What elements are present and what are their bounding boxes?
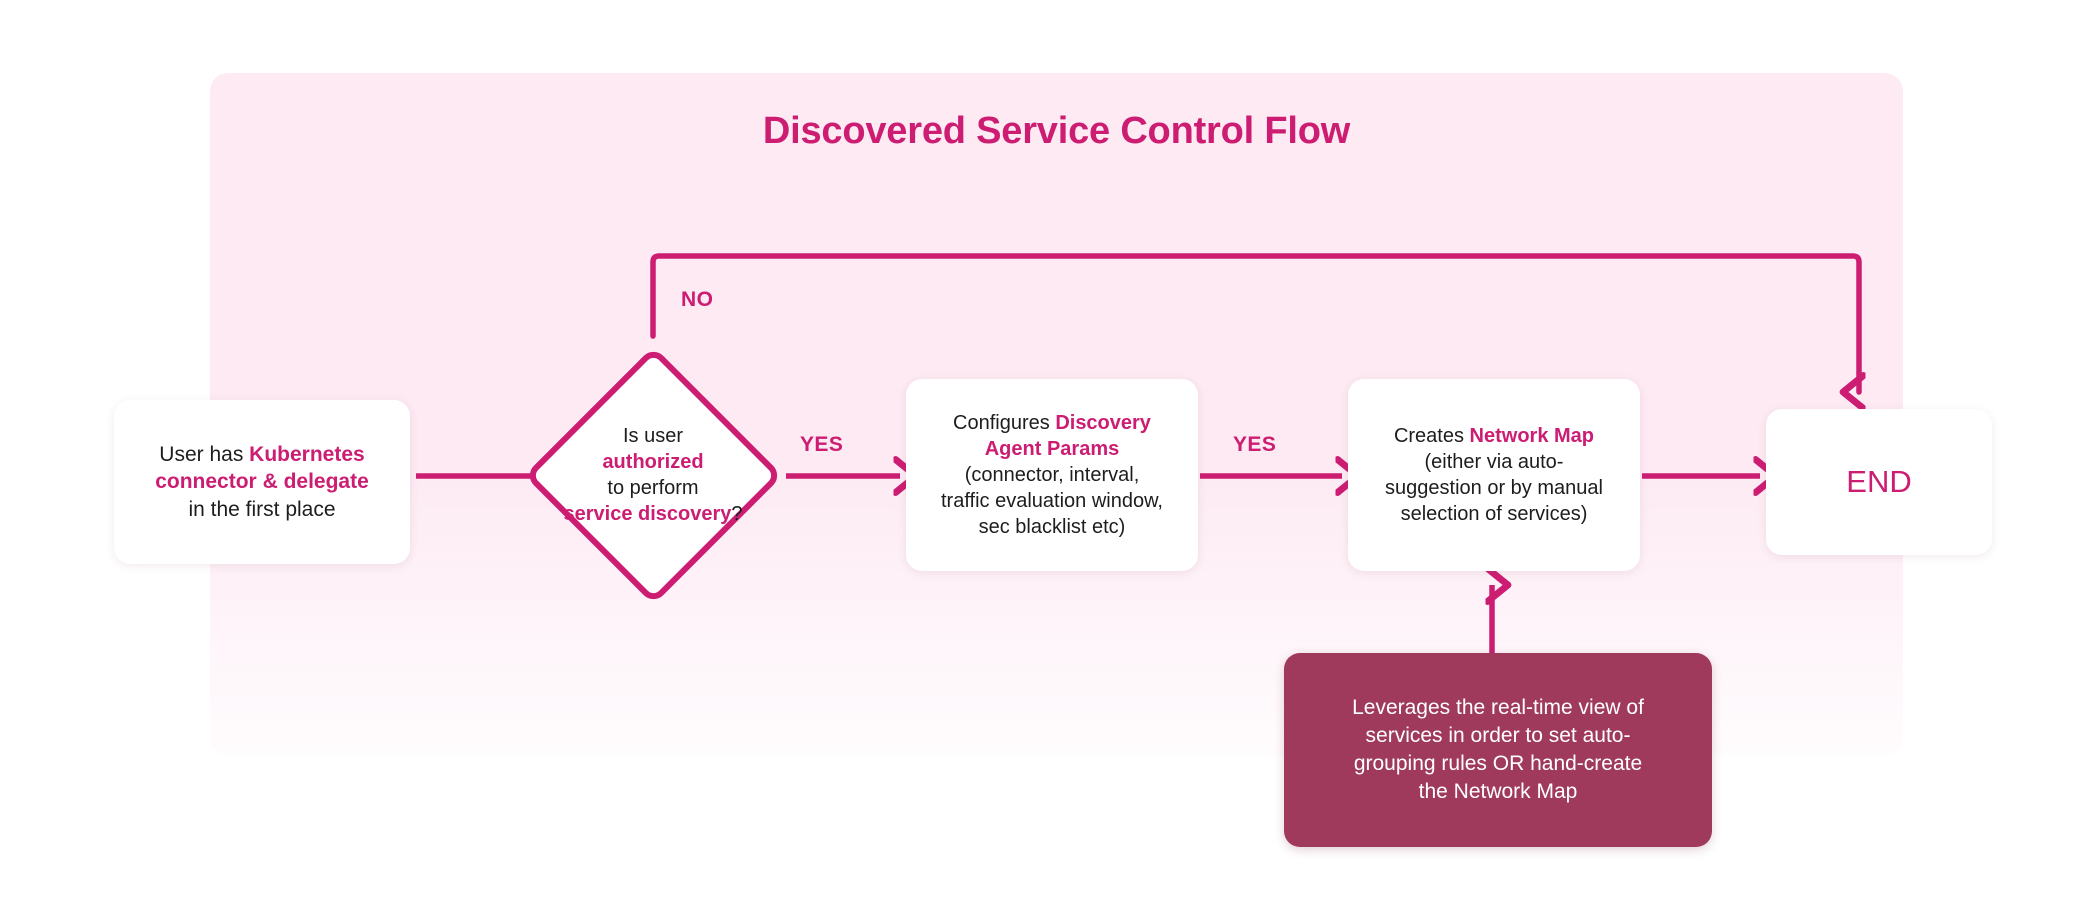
node-configure-line1-plain: Configures	[953, 412, 1056, 434]
node-decision-is-user-authorized[interactable]: Is user authorized to perform service di…	[523, 336, 783, 614]
node-start-line3: in the first place	[188, 497, 336, 521]
page-title: Discovered Service Control Flow	[762, 110, 1351, 152]
node-configure-line1-accent: Discovery	[1055, 412, 1151, 434]
node-networkmap-line1-plain: Creates	[1393, 425, 1470, 447]
edge-decision-no-to-end	[650, 253, 1859, 392]
node-start-line1-plain: User has	[159, 443, 250, 467]
node-networkmap-line3: suggestion or by manual	[1385, 477, 1603, 499]
node-networkmap-line2: (either via auto-	[1424, 451, 1564, 473]
node-decision-line1: Is user	[622, 425, 684, 447]
node-decision-line3: to perform	[607, 477, 699, 499]
node-start-line1-accent: Kubernetes	[249, 443, 365, 467]
node-note-line1: Leverages the real-time view of	[1352, 695, 1644, 719]
edge-label-yes-configured: YES	[1233, 433, 1277, 456]
node-end-label: END	[1846, 463, 1912, 499]
node-configure-line5: sec blacklist etc)	[978, 516, 1126, 538]
node-configures-discovery-agent-params[interactable]: Configures Discovery Agent Params (conne…	[906, 379, 1198, 571]
decision-label: Is user authorized to perform service di…	[524, 336, 782, 614]
node-decision-line4-accent: service discovery	[563, 503, 732, 525]
node-configure-line2-accent: Agent Params	[984, 438, 1120, 460]
node-annotation-leverages-real-time-view[interactable]: Leverages the real-time view of services…	[1284, 653, 1712, 847]
node-start-line2-accent: connector & delegate	[155, 470, 369, 494]
node-configure-line4: traffic evaluation window,	[941, 490, 1163, 512]
node-note-line3: grouping rules OR hand-create	[1353, 752, 1643, 775]
node-creates-network-map[interactable]: Creates Network Map (either via auto- su…	[1348, 379, 1640, 571]
node-end-terminator[interactable]: END	[1766, 409, 1992, 555]
node-note-line4: the Network Map	[1418, 780, 1578, 804]
node-start-user-has-connector[interactable]: User has Kubernetes connector & delegate…	[114, 400, 410, 564]
node-decision-line2-accent: authorized	[602, 451, 704, 473]
node-networkmap-line1-accent: Network Map	[1469, 425, 1595, 447]
edge-label-no: NO	[681, 288, 714, 311]
node-decision-line4-tail: ?	[731, 503, 743, 525]
edge-label-yes-authorized: YES	[800, 433, 844, 456]
node-note-line2: services in order to set auto-	[1365, 723, 1631, 747]
node-networkmap-line4: selection of services)	[1400, 503, 1588, 525]
node-configure-line3: (connector, interval,	[964, 464, 1140, 486]
